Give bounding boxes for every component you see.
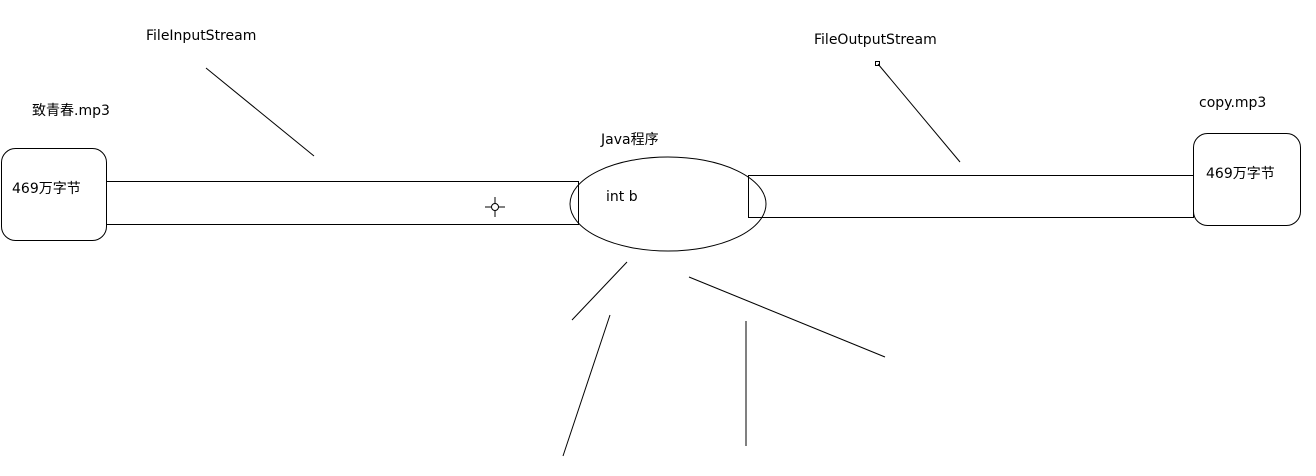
output-stream-pointer-line <box>877 63 961 163</box>
input-stream-pointer-line <box>205 67 315 157</box>
input-stream-pipe <box>106 181 579 225</box>
target-file-size: 469万字节 <box>1206 166 1275 182</box>
java-program-label: Java程序 <box>601 132 659 148</box>
stroke-line <box>688 276 886 358</box>
variable-label: int b <box>606 189 638 205</box>
stroke-line <box>562 314 611 457</box>
source-file-size: 469万字节 <box>12 181 81 197</box>
input-stream-label: FileInputStream <box>146 28 257 44</box>
output-stream-pipe <box>748 175 1194 218</box>
source-file-name: 致青春.mp3 <box>32 103 110 119</box>
java-program-ellipse <box>569 156 767 252</box>
stroke-line <box>571 261 628 321</box>
output-stream-pointer-handle <box>875 61 880 66</box>
output-stream-label: FileOutputStream <box>814 32 937 48</box>
target-file-name: copy.mp3 <box>1199 95 1267 111</box>
crosshair-cursor-icon <box>485 197 505 217</box>
